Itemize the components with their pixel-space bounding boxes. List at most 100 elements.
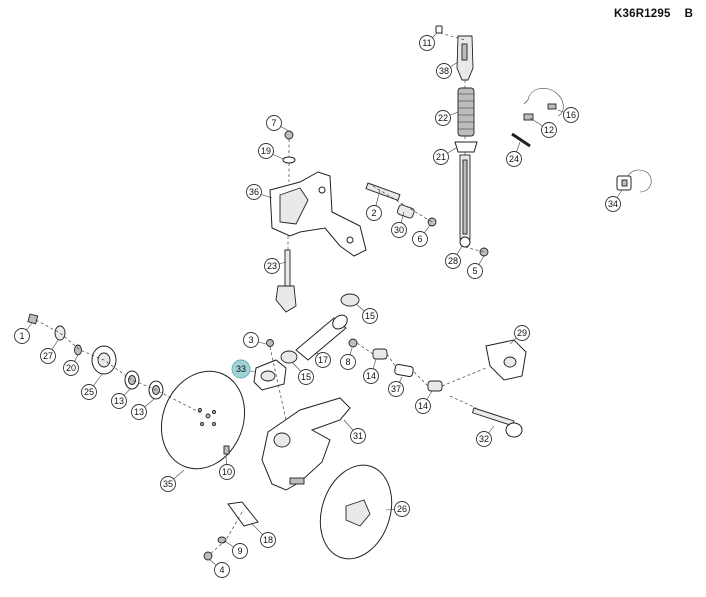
callout-number: 6 bbox=[417, 234, 422, 244]
callout-ring bbox=[350, 428, 366, 444]
part-bolt-10 bbox=[223, 445, 230, 455]
callout-30: 30 bbox=[391, 211, 407, 238]
callout-13: 13 bbox=[111, 388, 131, 409]
callout-4: 4 bbox=[209, 559, 230, 578]
callout-number: 28 bbox=[448, 256, 458, 266]
callout-ring bbox=[258, 143, 274, 159]
callout-number: 13 bbox=[114, 396, 124, 406]
callout-ring bbox=[506, 151, 522, 167]
callout-15: 15 bbox=[355, 303, 378, 324]
callout-ring bbox=[243, 332, 259, 348]
callout-number: 17 bbox=[318, 355, 328, 365]
callout-13: 13 bbox=[131, 398, 155, 420]
callout-number: 14 bbox=[418, 401, 428, 411]
callout-3: 3 bbox=[243, 332, 267, 348]
callout-number: 27 bbox=[43, 351, 53, 361]
callout-number: 23 bbox=[267, 261, 277, 271]
callout-ring bbox=[214, 562, 230, 578]
callout-number: 2 bbox=[371, 208, 376, 218]
callout-number: 38 bbox=[439, 66, 449, 76]
callout-ring bbox=[435, 110, 451, 126]
callout-ring bbox=[467, 263, 483, 279]
callout-number: 22 bbox=[438, 113, 448, 123]
part-rod-28 bbox=[459, 154, 471, 248]
callout-number: 34 bbox=[608, 199, 618, 209]
callout-number: 18 bbox=[263, 535, 273, 545]
callout-ring bbox=[260, 532, 276, 548]
callout-35: 35 bbox=[160, 469, 185, 492]
callout-ring bbox=[246, 184, 262, 200]
callout-number: 33 bbox=[236, 364, 246, 374]
callout-7: 7 bbox=[266, 115, 290, 132]
callout-29: 29 bbox=[509, 325, 530, 345]
part-nut-6 bbox=[427, 217, 437, 227]
part-washer-19 bbox=[282, 156, 296, 164]
callout-number: 7 bbox=[271, 118, 276, 128]
callout-34: 34 bbox=[605, 189, 623, 212]
callout-number: 5 bbox=[472, 266, 477, 276]
callout-32: 32 bbox=[476, 425, 495, 447]
centerline-fastener-axis bbox=[209, 346, 287, 555]
part-bracket-36 bbox=[269, 171, 367, 257]
part-nut-8 bbox=[348, 338, 358, 348]
callout-number: 3 bbox=[248, 335, 253, 345]
callout-layer: 1138222128516122434719362306231512720251… bbox=[14, 32, 623, 578]
part-washer-20 bbox=[74, 344, 82, 356]
callout-number: 9 bbox=[237, 546, 242, 556]
callout-12: 12 bbox=[529, 117, 557, 138]
callout-28: 28 bbox=[445, 245, 463, 269]
part-disc-26 bbox=[319, 464, 393, 560]
drawing-revision: B bbox=[684, 8, 694, 20]
callout-33: 33 bbox=[231, 359, 256, 379]
callout-23: 23 bbox=[264, 258, 287, 274]
callout-24: 24 bbox=[506, 141, 522, 167]
callout-21: 21 bbox=[433, 147, 457, 165]
callout-14: 14 bbox=[363, 358, 379, 384]
callout-8: 8 bbox=[340, 347, 356, 370]
callout-ring bbox=[131, 404, 147, 420]
callout-number: 11 bbox=[422, 38, 431, 48]
part-spring-22 bbox=[457, 87, 475, 137]
callout-ring bbox=[14, 328, 30, 344]
callout-ring bbox=[363, 368, 379, 384]
part-seal-27 bbox=[54, 325, 66, 341]
callout-number: 37 bbox=[391, 384, 401, 394]
callout-2: 2 bbox=[366, 189, 382, 221]
callout-37: 37 bbox=[388, 376, 404, 397]
part-lynch-pin-34 bbox=[616, 169, 652, 193]
callout-9: 9 bbox=[225, 541, 248, 559]
callout-27: 27 bbox=[40, 339, 59, 364]
part-bolt-1 bbox=[27, 313, 39, 325]
callout-ring bbox=[366, 205, 382, 221]
part-nut-7 bbox=[284, 130, 294, 140]
callout-ring bbox=[63, 360, 79, 376]
part-bearing-13a bbox=[124, 370, 140, 390]
callout-ring bbox=[391, 222, 407, 238]
callout-ring bbox=[231, 359, 251, 379]
callout-17: 17 bbox=[315, 351, 331, 368]
callout-38: 38 bbox=[436, 61, 459, 79]
callout-ring bbox=[81, 384, 97, 400]
part-spring-seat-21 bbox=[454, 141, 478, 153]
callout-19: 19 bbox=[258, 143, 284, 160]
callout-ring bbox=[415, 398, 431, 414]
callout-36: 36 bbox=[246, 184, 273, 200]
part-nut-5 bbox=[479, 247, 489, 257]
drawing-ref-number: K36R1295 bbox=[614, 8, 671, 20]
part-bracket-29 bbox=[485, 339, 527, 381]
callout-22: 22 bbox=[435, 110, 459, 126]
callout-6: 6 bbox=[412, 224, 431, 247]
part-seal-15a bbox=[340, 293, 360, 307]
callout-25: 25 bbox=[81, 373, 103, 400]
callout-ring bbox=[40, 348, 56, 364]
callout-1: 1 bbox=[14, 322, 33, 344]
callout-number: 20 bbox=[66, 363, 76, 373]
callout-number: 29 bbox=[517, 328, 527, 338]
part-frame-31 bbox=[261, 397, 351, 491]
callout-number: 14 bbox=[366, 371, 376, 381]
centerline-pivot-axis bbox=[356, 342, 487, 409]
callout-14: 14 bbox=[415, 390, 433, 414]
callout-31: 31 bbox=[343, 419, 366, 444]
